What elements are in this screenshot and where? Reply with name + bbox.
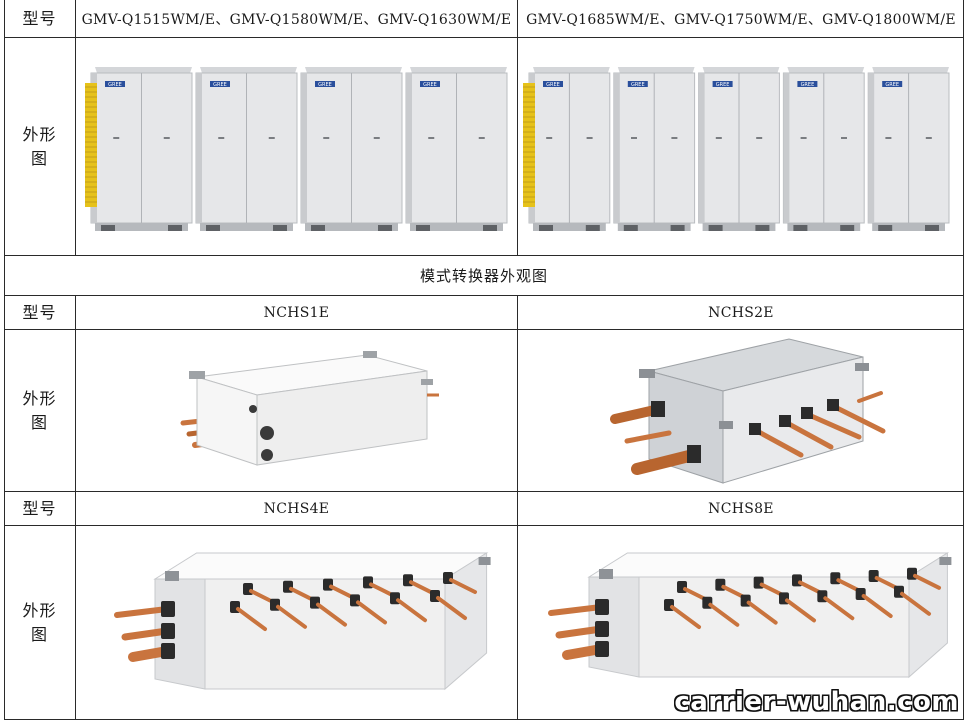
- converter-appearance-label-2-line1: 外形: [22, 601, 57, 620]
- converter-model-nchs8e: NCHS8E: [708, 500, 774, 517]
- converter-section-title: 模式转换器外观图: [419, 267, 548, 285]
- outdoor-right-models: GMV-Q1685WM/E、GMV-Q1750WM/E、GMV-Q1800WM/…: [526, 11, 956, 28]
- copper-pipes-front: [664, 567, 941, 629]
- converter-image-row-1: 外形 图: [4, 330, 964, 492]
- converter-image-cell-nchs1e: [76, 330, 518, 491]
- converter-image-cell-nchs8e: [518, 526, 964, 720]
- outdoor-right-models-cell: GMV-Q1685WM/E、GMV-Q1750WM/E、GMV-Q1800WM/…: [518, 0, 964, 37]
- converter-model-label-2: 型号: [22, 498, 57, 518]
- converter-appearance-label-cell-1: 外形 图: [4, 330, 76, 491]
- outdoor-unit-module: GREE: [195, 66, 297, 231]
- outdoor-appearance-label-cell: 外形 图: [4, 38, 76, 255]
- heat-exchanger-grille: [523, 82, 535, 207]
- outdoor-unit-module: GREE: [867, 66, 950, 231]
- outdoor-unit-module: GREE: [698, 66, 780, 231]
- copper-pipes-front: [229, 572, 477, 631]
- outdoor-appearance-label-line2: 图: [30, 148, 48, 168]
- site-watermark: carrier-wuhan.com: [674, 687, 959, 717]
- converter-model-nchs2e: NCHS2E: [708, 304, 774, 321]
- converter-model-row-1: 型号 NCHS1E NCHS2E: [4, 296, 964, 330]
- converter-image-cell-nchs4e: [76, 526, 518, 720]
- converter-model-nchs4e: NCHS4E: [263, 500, 330, 517]
- brand-logo-text: GREE: [546, 82, 560, 88]
- outdoor-unit-module: GREE: [528, 66, 611, 231]
- converter-model-cell-nchs8e: NCHS8E: [518, 492, 964, 525]
- outdoor-unit-module-image-right: GREE GREE GREE GREE GREE: [523, 66, 950, 231]
- copper-pipes-left: [113, 601, 175, 662]
- outdoor-model-label: 型号: [22, 8, 57, 28]
- converter-body: [587, 552, 952, 679]
- converter-appearance-label-1-line1: 外形: [22, 388, 57, 408]
- outdoor-left-image-cell: GREE GREE GREE GREE: [76, 38, 518, 255]
- converter-model-row-2: 型号 NCHS4E NCHS8E: [4, 492, 964, 526]
- outdoor-left-models: GMV-Q1515WM/E、GMV-Q1580WM/E、GMV-Q1630WM/…: [81, 11, 512, 28]
- outdoor-appearance-label-line1: 外形: [22, 124, 57, 144]
- converter-image-nchs8e: [548, 552, 952, 679]
- brand-logo-text: GREE: [885, 82, 899, 88]
- brand-logo-text: GREE: [108, 82, 122, 88]
- converter-model-nchs1e: NCHS1E: [263, 304, 330, 321]
- outdoor-left-models-cell: GMV-Q1515WM/E、GMV-Q1580WM/E、GMV-Q1630WM/…: [76, 0, 518, 37]
- converter-image-row-2: 外形 图: [4, 526, 964, 720]
- brand-logo-text: GREE: [801, 82, 815, 88]
- converter-body: [152, 552, 491, 691]
- converter-title-row: 模式转换器外观图: [4, 256, 964, 296]
- converter-model-label-cell-1: 型号: [4, 296, 76, 329]
- converter-image-nchs2e: [610, 337, 886, 484]
- brand-logo-text: GREE: [631, 82, 645, 88]
- outdoor-model-row: 型号 GMV-Q1515WM/E、GMV-Q1580WM/E、GMV-Q1630…: [4, 0, 964, 38]
- converter-model-cell-nchs4e: NCHS4E: [76, 492, 518, 525]
- outdoor-model-label-cell: 型号: [4, 0, 76, 37]
- outdoor-unit-module-image-left: GREE GREE GREE GREE: [84, 66, 507, 231]
- converter-image-nchs4e: [113, 552, 491, 691]
- converter-appearance-label-1-line2: 图: [30, 412, 48, 432]
- converter-model-label-cell-2: 型号: [4, 492, 76, 525]
- outdoor-right-image-cell: GREE GREE GREE GREE GREE: [518, 38, 964, 255]
- brand-logo-text: GREE: [423, 82, 437, 88]
- converter-image-nchs1e: [180, 350, 439, 466]
- heat-exchanger-grille: [84, 82, 97, 207]
- converter-appearance-label-cell-2: 外形 图: [4, 526, 76, 720]
- outdoor-unit-module: GREE: [782, 66, 865, 231]
- outdoor-unit-module: GREE: [90, 66, 192, 231]
- outdoor-unit-module: GREE: [613, 66, 696, 231]
- brand-logo-text: GREE: [716, 82, 730, 88]
- copper-pipes-front: [749, 390, 886, 457]
- converter-model-label-1: 型号: [22, 302, 57, 322]
- outdoor-unit-module: GREE: [405, 66, 507, 231]
- converter-image-cell-nchs2e: [518, 330, 964, 491]
- converter-appearance-label-2-line2: 图: [30, 625, 48, 644]
- brand-logo-text: GREE: [213, 82, 227, 88]
- converter-title-cell: 模式转换器外观图: [4, 256, 964, 295]
- converter-model-cell-nchs1e: NCHS1E: [76, 296, 518, 329]
- outdoor-unit-module: GREE: [300, 66, 402, 231]
- converter-model-cell-nchs2e: NCHS2E: [518, 296, 964, 329]
- copper-pipes-left: [548, 599, 609, 660]
- brand-logo-text: GREE: [318, 82, 332, 88]
- copper-pipes-left: [610, 400, 701, 475]
